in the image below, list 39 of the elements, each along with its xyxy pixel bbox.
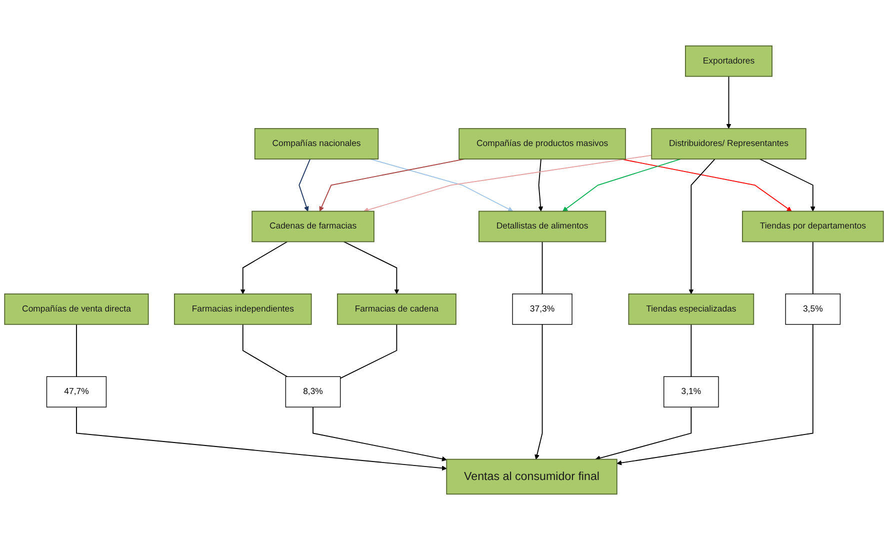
arrow [562,158,681,212]
arrow [364,154,652,212]
connector [690,324,692,378]
arrow [616,324,814,466]
arrow [726,76,732,129]
connector [542,241,543,294]
node-box: Compañías de venta directa [4,294,149,325]
arrow [759,158,816,212]
node-box: Compañías de productos masivos [458,128,626,160]
arrow [312,406,447,462]
node-box: Compañías nacionales [254,128,379,160]
connector [340,324,398,379]
arrow [370,158,514,212]
node-box: Farmacias independientes [174,294,312,325]
arrow [538,158,544,212]
arrow [240,241,288,294]
connector [76,324,77,378]
arrow [688,158,716,294]
node-box: 8,3% [285,376,341,408]
node-box: Farmacias de cadena [337,294,456,325]
arrow [534,324,543,460]
node-box: Tiendas por departamentos [742,210,884,242]
node-box: 47,7% [46,376,107,408]
node-box: 37,3% [512,294,572,325]
arrow [343,241,400,294]
node-box: Detallistas de alimentos [478,210,606,242]
node-box: 3,5% [785,294,841,325]
connector [242,324,288,378]
node-box: Tiendas especializadas [628,294,754,325]
node-box: Ventas al consumidor final [446,458,618,495]
arrow [298,158,311,212]
arrow [76,406,447,471]
node-box: Distribuidores/ Representantes [651,128,806,160]
node-box: 3,1% [664,376,719,408]
arrow [319,158,465,212]
node-box: Cadenas de farmacias [252,210,374,242]
node-box: Exportadores [685,45,772,77]
connector [812,241,814,294]
arrow [595,406,692,461]
